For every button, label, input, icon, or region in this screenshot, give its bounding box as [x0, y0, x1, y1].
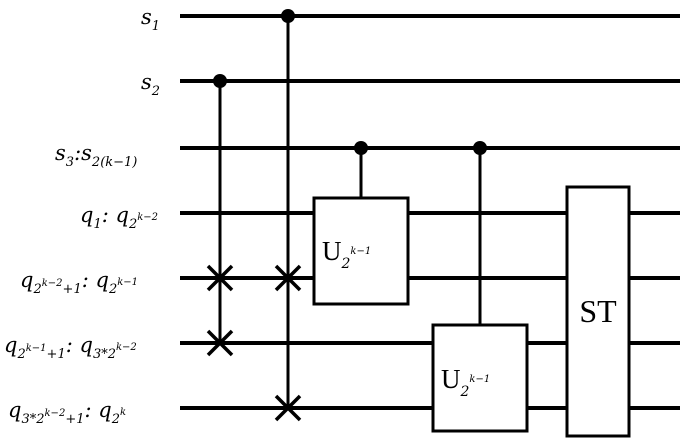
u-gate-2 [431, 323, 529, 433]
label-q1: q1: q2k−2 [80, 203, 158, 232]
st-gate-label: ST [579, 293, 617, 329]
label-s1: s1 [141, 5, 160, 34]
cswap-1-control-dot [213, 74, 227, 88]
cswap-1-cross-q3 [206, 329, 234, 357]
st-gate [565, 185, 631, 438]
cswap-1-cross-q2 [206, 264, 234, 292]
label-s2: s2 [141, 70, 160, 99]
label-q4: q3*2k−2+1: q2k [8, 398, 126, 427]
label-s3: s3:s2(k−1) [55, 141, 137, 170]
cswap-2-cross-q2 [274, 264, 302, 292]
cswap-2-control-dot [281, 9, 295, 23]
label-q2: q2k−2+1: q2k−1 [20, 268, 138, 297]
u-gate-1 [312, 196, 410, 306]
u-gate-1-label: U2k−1 [322, 236, 371, 272]
cu-2-control-dot [473, 141, 487, 155]
u-gate-2-label: U2k−1 [441, 364, 490, 400]
label-q3: q2k−1+1: q3*2k−2 [4, 333, 137, 362]
cu-1-control-dot [354, 141, 368, 155]
cswap-2-cross-q4 [274, 394, 302, 422]
